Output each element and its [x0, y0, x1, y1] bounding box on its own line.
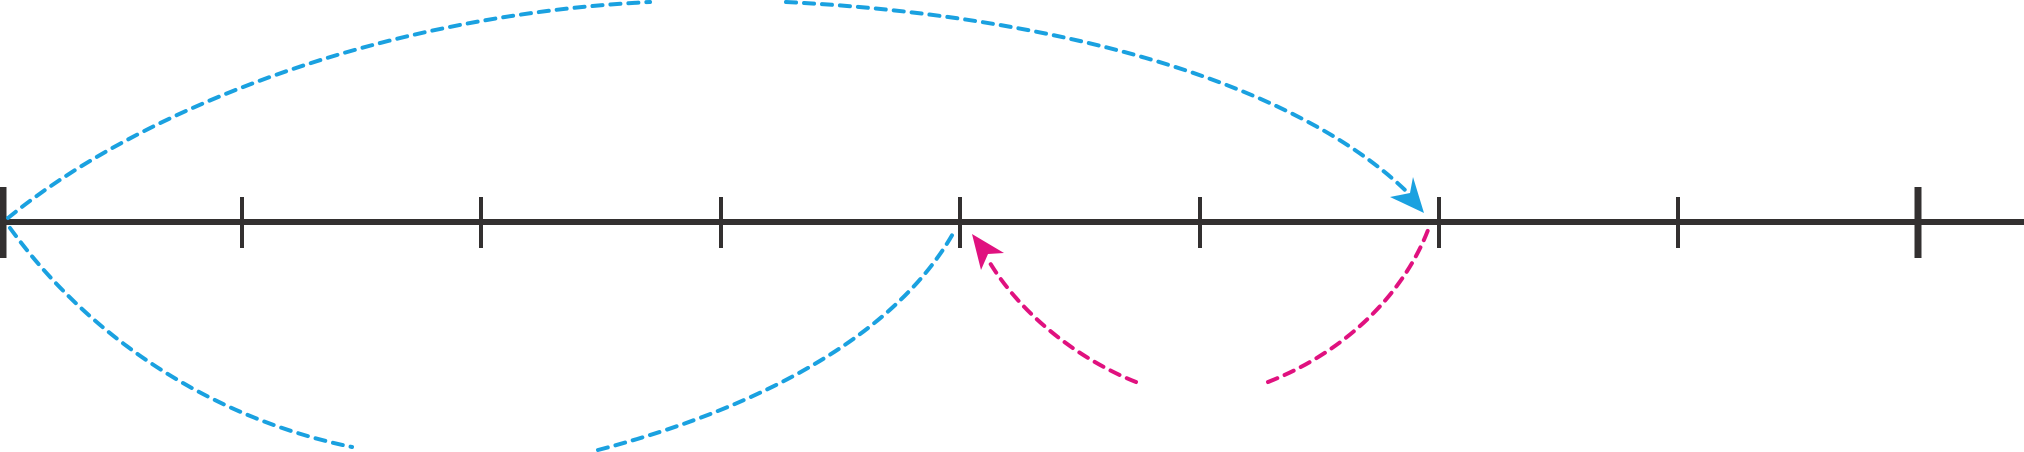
- blue-jump-arc-below-left: [8, 226, 354, 449]
- blue-arrowhead: [1390, 177, 1424, 213]
- blue-jump-arc-below-right: [596, 228, 957, 452]
- magenta-jump-arc-left: [985, 256, 1138, 384]
- magenta-arrowhead: [972, 234, 1004, 270]
- blue-jump-arc-above-left: [6, 0, 652, 220]
- magenta-jump-arc-right: [1266, 228, 1430, 384]
- blue-jump-arc-above-right: [784, 0, 1407, 192]
